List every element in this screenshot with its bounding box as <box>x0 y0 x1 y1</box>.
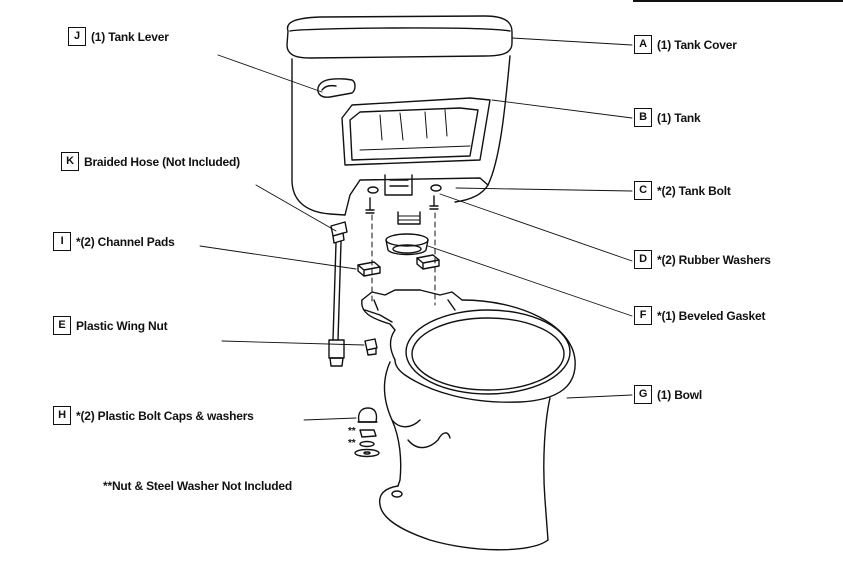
label-tank-bolt-text: *(2) Tank Bolt <box>657 183 731 198</box>
leader-A <box>511 37 633 46</box>
label-tank-lever: J (1) Tank Lever <box>68 27 169 46</box>
bolt-caps-drawing <box>354 407 380 458</box>
label-tank-cover: A (1) Tank Cover <box>634 35 737 54</box>
callout-letter-h: H <box>53 406 71 425</box>
leader-D <box>439 193 633 262</box>
label-tank-cover-text: (1) Tank Cover <box>657 37 737 52</box>
label-beveled-gasket-text: *(1) Beveled Gasket <box>657 308 766 323</box>
callout-letter-j: J <box>68 27 86 46</box>
callout-letter-d: D <box>634 250 652 269</box>
label-tank-lever-text: (1) Tank Lever <box>91 29 169 44</box>
label-braided-hose: K Braided Hose (Not Included) <box>61 152 240 171</box>
label-rubber-washers-text: *(2) Rubber Washers <box>657 252 771 267</box>
label-bowl: G (1) Bowl <box>634 385 702 404</box>
callout-letter-i: I <box>53 232 71 251</box>
label-bolt-caps: H *(2) Plastic Bolt Caps & washers <box>53 406 254 425</box>
label-braided-hose-text: Braided Hose (Not Included) <box>84 154 240 169</box>
leader-J <box>217 54 323 93</box>
tank-lever-drawing <box>317 78 356 98</box>
leader-G <box>566 394 633 399</box>
label-plastic-wing-nut-text: Plastic Wing Nut <box>76 318 168 333</box>
label-tank-text: (1) Tank <box>657 110 701 125</box>
beveled-gasket-drawing <box>385 233 429 256</box>
leader-I <box>199 245 357 270</box>
label-plastic-wing-nut: E Plastic Wing Nut <box>53 316 168 335</box>
tank-bolts-drawing <box>365 195 439 214</box>
asterisk-mark-washer: ** <box>348 438 356 449</box>
plastic-wing-nut-drawing <box>364 338 378 356</box>
leader-F <box>427 245 633 317</box>
callout-letter-e: E <box>53 316 71 335</box>
leader-C <box>455 187 633 192</box>
tank-drawing <box>291 55 511 216</box>
label-tank: B (1) Tank <box>634 108 701 127</box>
label-bowl-text: (1) Bowl <box>657 387 703 402</box>
leader-E <box>221 340 365 346</box>
braided-hose-drawing <box>328 221 348 367</box>
leader-B <box>491 99 633 119</box>
callout-letter-k: K <box>61 152 79 171</box>
callout-letter-b: B <box>634 108 652 127</box>
footnote-not-included: **Nut & Steel Washer Not Included <box>103 479 292 493</box>
asterisk-mark-nut: ** <box>348 426 356 437</box>
tank-cover-drawing <box>286 15 513 59</box>
callout-letter-g: G <box>634 385 652 404</box>
label-rubber-washers: D *(2) Rubber Washers <box>634 250 771 269</box>
callout-letter-c: C <box>634 181 652 200</box>
bowl-drawing <box>361 289 576 551</box>
leader-K <box>255 184 337 232</box>
label-channel-pads-text: *(2) Channel Pads <box>76 234 175 249</box>
label-bolt-caps-text: *(2) Plastic Bolt Caps & washers <box>76 408 254 423</box>
label-channel-pads: I *(2) Channel Pads <box>53 232 175 251</box>
top-rule <box>633 0 843 2</box>
label-beveled-gasket: F *(1) Beveled Gasket <box>634 306 765 325</box>
callout-letter-a: A <box>634 35 652 54</box>
channel-pads-drawing <box>357 254 440 277</box>
callout-letter-f: F <box>634 306 652 325</box>
label-tank-bolt: C *(2) Tank Bolt <box>634 181 731 200</box>
tank-outlet-drawing <box>397 211 421 225</box>
leader-H <box>303 417 357 421</box>
